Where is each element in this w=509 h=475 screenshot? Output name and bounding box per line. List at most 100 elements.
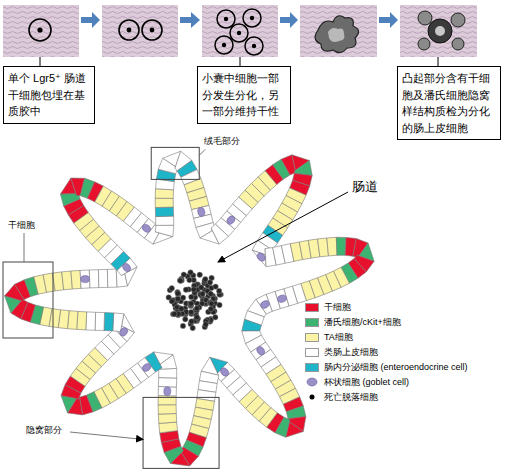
dead-cell bbox=[169, 299, 174, 304]
legend-text: 肠内分泌细胞 (enteroendocrine cell) bbox=[324, 361, 468, 374]
goblet-cell bbox=[259, 299, 270, 309]
culture-images bbox=[3, 5, 477, 66]
dead-cell bbox=[213, 284, 218, 289]
dead-cell bbox=[217, 302, 222, 307]
box-text: 凸起部分含有干细胞及潘氏细胞隐窝样结构质检为分化的肠上皮细胞 bbox=[402, 70, 496, 136]
epithelial-cell bbox=[158, 414, 176, 424]
epithelial-cell bbox=[242, 319, 262, 331]
cell-nucleus bbox=[224, 17, 228, 21]
leader-line bbox=[24, 233, 25, 262]
goblet-cell bbox=[197, 207, 206, 217]
epithelial-cell bbox=[155, 207, 173, 217]
text-box: 单个 Lgr5⁺ 肠道干细胞包埋在基质胶中 bbox=[3, 66, 95, 124]
epithelial-cell bbox=[158, 378, 176, 387]
dead-cell bbox=[188, 309, 193, 314]
epithelial-cell bbox=[275, 289, 289, 309]
dead-cell bbox=[180, 323, 185, 328]
organoid-blob bbox=[428, 19, 452, 43]
epithelial-cell bbox=[71, 270, 81, 289]
legend-swatch bbox=[305, 318, 319, 327]
organoid-bud bbox=[418, 38, 430, 50]
legend-text: 干细胞 bbox=[324, 301, 351, 314]
legend-swatch bbox=[305, 303, 319, 312]
dead-cell bbox=[190, 325, 195, 330]
dead-cell bbox=[179, 306, 184, 311]
goblet-cell bbox=[118, 326, 129, 337]
legend-text: TA细胞 bbox=[324, 331, 353, 344]
goblet-cell bbox=[255, 345, 266, 356]
legend-item: 杯状细胞 (goblet cell) bbox=[305, 375, 409, 389]
legend-item: 肠内分泌细胞 (enteroendocrine cell) bbox=[305, 360, 468, 374]
goblet-cell bbox=[121, 262, 132, 273]
organoid-lumen bbox=[328, 28, 344, 42]
dead-cell bbox=[194, 315, 199, 320]
epithelial-cell bbox=[86, 312, 96, 330]
dead-cell bbox=[189, 319, 194, 324]
dead-cell bbox=[208, 306, 213, 311]
legend-text: 潘氏细胞/cKit+细胞 bbox=[324, 316, 401, 329]
region-box bbox=[3, 262, 53, 338]
epithelial-cell bbox=[95, 312, 105, 330]
epithelial-cell bbox=[159, 422, 178, 433]
leader-line bbox=[40, 57, 41, 66]
epithelial-cell bbox=[294, 161, 312, 176]
cell-nucleus bbox=[252, 44, 256, 48]
cell-nucleus bbox=[222, 43, 226, 47]
culture-photo bbox=[102, 5, 178, 57]
dead-cell bbox=[172, 311, 177, 316]
epithelial-cell bbox=[327, 237, 337, 256]
cell-circle bbox=[29, 19, 51, 41]
culture-photo bbox=[300, 5, 377, 57]
goblet-cell bbox=[277, 294, 288, 303]
goblet-cell bbox=[164, 387, 171, 396]
dead-cell bbox=[199, 285, 204, 290]
epithelial-cell bbox=[107, 269, 117, 287]
legend-item: 类肠上皮细胞 bbox=[305, 345, 378, 359]
dead-cell bbox=[178, 278, 183, 283]
epithelial-cell bbox=[62, 271, 73, 290]
cell-circle bbox=[119, 20, 139, 40]
legend-swatch bbox=[305, 348, 319, 357]
dead-cell bbox=[169, 286, 174, 291]
cell-circle bbox=[243, 9, 261, 27]
dead-cell bbox=[208, 291, 213, 296]
leader-line bbox=[438, 57, 439, 66]
region-box bbox=[143, 397, 219, 468]
dead-cell bbox=[175, 291, 180, 296]
dead-cell bbox=[175, 296, 180, 301]
dead-cell bbox=[191, 287, 196, 292]
legend-item: 潘氏细胞/cKit+细胞 bbox=[305, 315, 401, 329]
organoid-bud bbox=[452, 38, 464, 50]
block-arrow bbox=[180, 12, 200, 28]
epithelial-cell bbox=[104, 313, 114, 331]
part-label: 隐窝部分 bbox=[26, 424, 62, 437]
block-arrow bbox=[81, 12, 100, 28]
box-text: 小囊中细胞一部分发生分化，另一部分维持干性 bbox=[202, 70, 286, 120]
goblet-cell bbox=[141, 223, 152, 234]
cell-nucleus bbox=[250, 16, 254, 20]
dead-cell bbox=[216, 288, 221, 293]
part-label: 干细胞 bbox=[8, 219, 35, 232]
block-arrow bbox=[379, 12, 398, 28]
legend-symbol bbox=[305, 392, 319, 402]
dead-cell bbox=[176, 291, 181, 296]
legend-swatch bbox=[305, 333, 319, 342]
cell-circle bbox=[215, 36, 233, 54]
leader-line bbox=[199, 149, 205, 155]
block-arrow bbox=[280, 12, 298, 28]
legend-item: TA细胞 bbox=[305, 330, 353, 344]
organoid-bud bbox=[418, 11, 432, 25]
goblet-cell bbox=[141, 362, 152, 373]
epithelial-cell bbox=[155, 198, 173, 207]
dead-cell bbox=[188, 270, 193, 275]
organoid-bud bbox=[451, 13, 465, 27]
goblet-cell bbox=[225, 214, 236, 225]
culture-photo bbox=[400, 5, 477, 57]
epithelial-cell bbox=[98, 269, 107, 287]
dead-cell bbox=[197, 272, 202, 277]
legend-text: 死亡脱落细胞 bbox=[324, 391, 378, 404]
legend-swatch bbox=[305, 363, 319, 372]
legend-item: 干细胞 bbox=[305, 300, 351, 314]
epithelial-cell bbox=[89, 270, 99, 288]
legend-text: 杯状细胞 (goblet cell) bbox=[324, 376, 409, 389]
